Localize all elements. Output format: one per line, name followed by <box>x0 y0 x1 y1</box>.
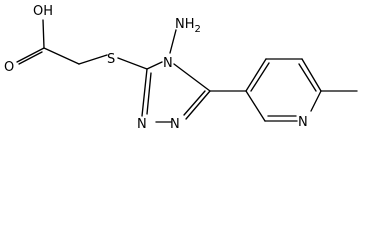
bond-pyr-c5-c6 <box>301 58 322 92</box>
bond-c-oh <box>42 19 45 49</box>
bond-c5-n1 <box>185 90 211 120</box>
label-nh2-main: NH <box>175 17 195 32</box>
bond-pyr-c5-c6-inner <box>298 63 317 92</box>
label-oh: OH <box>33 4 53 19</box>
label-nh2: NH2 <box>175 17 201 35</box>
label-n-right: N <box>170 117 180 132</box>
bond-c-o-double-b <box>18 51 43 65</box>
bond-n4-nh2 <box>169 29 177 54</box>
bond-c-ch2 <box>43 47 80 65</box>
bond-c-o-double-a <box>16 47 45 63</box>
bond-c3-n4 <box>146 61 163 70</box>
label-n-left: N <box>137 117 147 132</box>
label-s: S <box>107 52 115 67</box>
bond-pyr-c3-c4 <box>245 58 267 92</box>
label-o-carbonyl: O <box>4 60 14 75</box>
bond-s-c3 <box>117 57 148 70</box>
label-nh2-subscript: 2 <box>195 24 201 35</box>
chemical-structure: OH O S N NH2 N N N <box>4 4 358 132</box>
label-n4: N <box>163 56 173 71</box>
bond-ch2-s <box>78 54 108 65</box>
bond-pyr-c2-c3 <box>245 90 266 122</box>
bond-c5-n1-double <box>183 90 206 116</box>
label-n-pyridine: N <box>298 115 308 130</box>
bond-n2-c3 <box>141 68 148 117</box>
bond-n4-c5 <box>173 63 211 92</box>
bond-n2-c3-double <box>146 72 152 115</box>
bond-pyr-c6-n <box>310 90 322 112</box>
bond-pyr-c3-c4-inner <box>250 62 270 92</box>
